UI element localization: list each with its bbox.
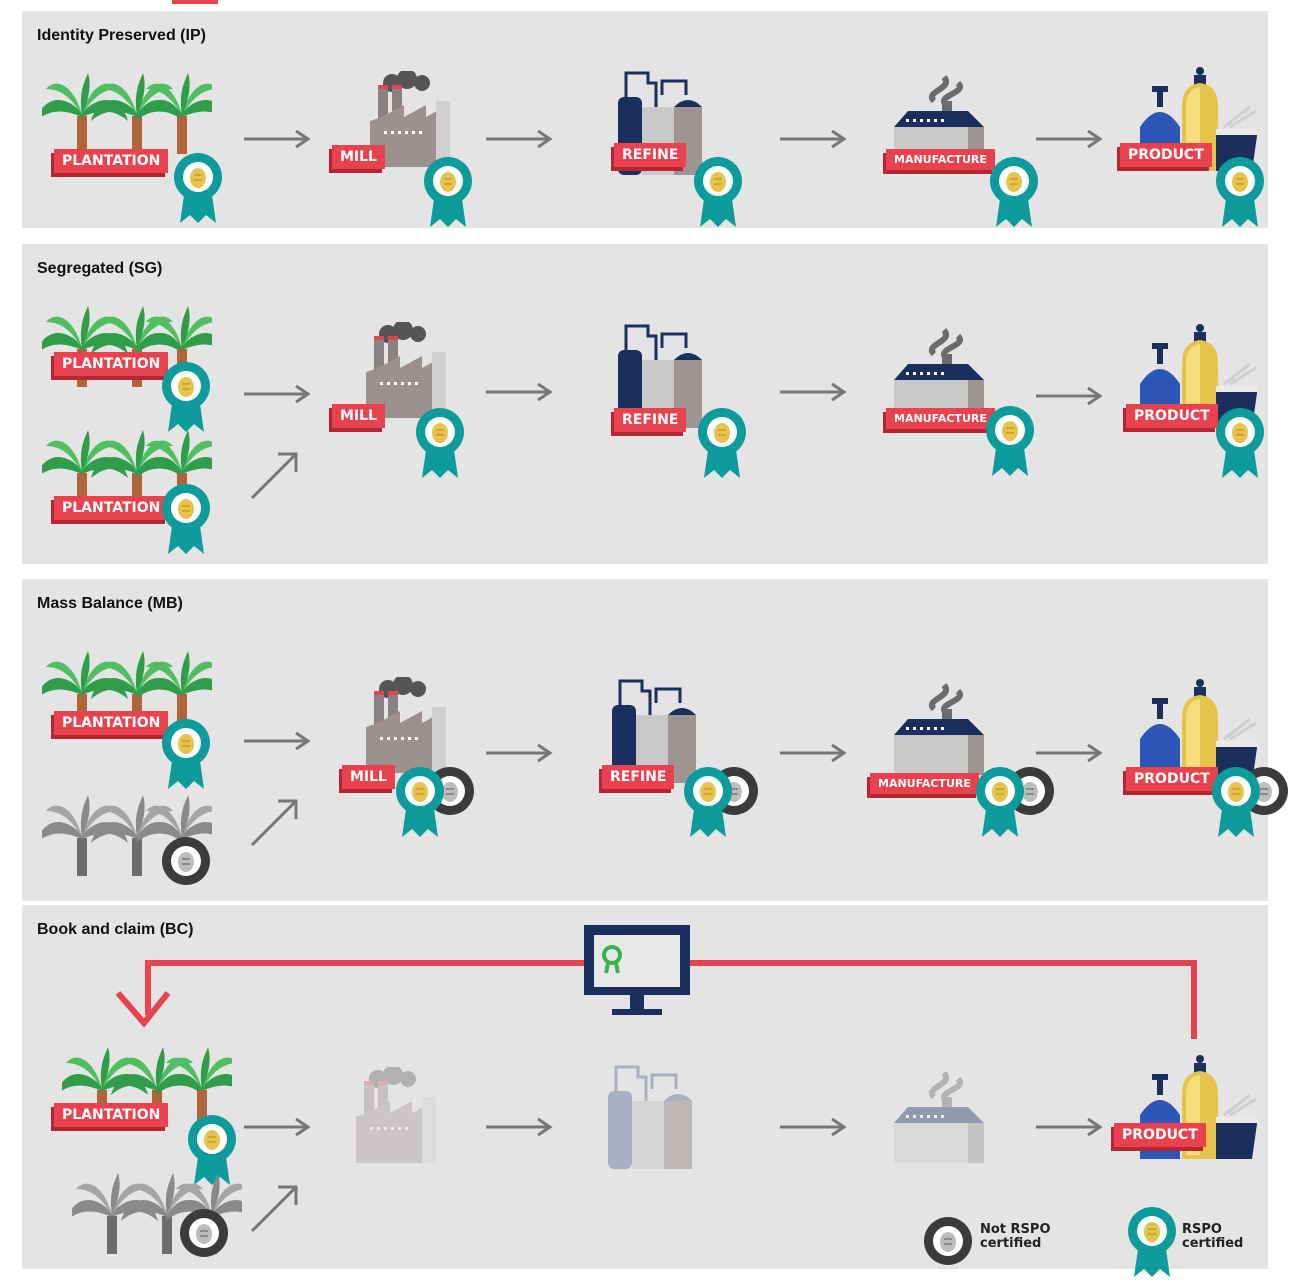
product-label: PRODUCT [1120, 143, 1212, 167]
rspo-certified-badge-icon [696, 406, 748, 485]
panel-title: Book and claim (BC) [37, 921, 194, 938]
plantation-label: PLANTATION [54, 1103, 169, 1127]
palm-tree-icon [36, 428, 228, 533]
rspo-certified-badge-icon [1214, 406, 1266, 485]
manufacture-label: MANUFACTURE [886, 149, 995, 170]
arrow-icon [248, 795, 302, 854]
mill-factory-icon [348, 320, 458, 427]
product-label: PRODUCT [1126, 404, 1218, 428]
not-certified-badge-icon [178, 1207, 230, 1264]
arrow-icon [1034, 386, 1104, 411]
cropped-title-fragment [172, 0, 218, 4]
legend-not-certified-line2: certified [980, 1236, 1042, 1251]
not-certified-badge-icon [160, 835, 212, 892]
arrow-icon [1034, 743, 1104, 768]
arrow-icon [242, 1117, 312, 1142]
rspo-certified-badge-icon [160, 482, 212, 561]
arrow-icon [484, 129, 554, 154]
mill-label: MILL [332, 404, 385, 428]
arrow-icon [484, 382, 554, 407]
product-bottles-icon [1112, 1055, 1262, 1170]
rspo-certified-badge-icon [682, 765, 734, 844]
rspo-certified-badge-icon [692, 155, 744, 234]
arrow-icon [1034, 129, 1104, 154]
arrow-icon [242, 731, 312, 756]
manufacture-label: MANUFACTURE [870, 773, 979, 794]
rspo-certified-badge-icon [172, 151, 224, 230]
mill-factory-icon [338, 1065, 448, 1172]
mill-factory-icon [352, 69, 462, 176]
palm-tree-icon [66, 1171, 258, 1276]
mill-label: MILL [342, 765, 395, 789]
refine-label: REFINE [614, 143, 687, 167]
manufacturing-factory-icon [884, 1067, 994, 1172]
arrow-icon [778, 129, 848, 154]
arrow-icon [1034, 1117, 1104, 1142]
legend-not-certified-line1: Not RSPO [980, 1222, 1051, 1237]
arrow-icon [242, 129, 312, 154]
rspo-certified-badge-icon [160, 360, 212, 439]
rspo-certified-badge-icon [1126, 1205, 1178, 1284]
panel-ip: Identity Preserved (IP) PLANTATION [22, 11, 1268, 228]
arrow-icon [778, 743, 848, 768]
rspo-certified-badge-icon [186, 1113, 238, 1192]
arrow-icon [242, 384, 312, 409]
panel-bc: Book and claim (BC) [22, 905, 1268, 1277]
arrow-icon [248, 1181, 302, 1240]
plantation-label: PLANTATION [54, 149, 169, 173]
refinery-icon [602, 1061, 712, 1176]
panel-sg: Segregated (SG) PLANTATION [22, 244, 1268, 564]
manufacturing-factory-icon [884, 679, 994, 784]
rspo-certified-badge-icon [984, 404, 1036, 483]
panel-title: Segregated (SG) [37, 260, 163, 277]
rspo-certified-badge-icon [160, 717, 212, 796]
legend-certified-line1: RSPO [1182, 1222, 1222, 1237]
not-certified-badge-icon [922, 1215, 974, 1272]
refine-label: REFINE [614, 408, 687, 432]
arrow-icon [778, 382, 848, 407]
rspo-certified-badge-icon [988, 155, 1040, 234]
product-label: PRODUCT [1114, 1123, 1206, 1147]
rspo-certified-badge-icon [422, 155, 474, 234]
refine-label: REFINE [602, 765, 675, 789]
arrow-icon [248, 448, 302, 507]
rspo-certified-badge-icon [1214, 155, 1266, 234]
plantation-label: PLANTATION [54, 352, 169, 376]
mill-factory-icon [348, 675, 458, 782]
mill-label: MILL [332, 145, 385, 169]
panel-title: Mass Balance (MB) [37, 595, 183, 612]
computer-monitor-icon [582, 923, 692, 1024]
panel-title: Identity Preserved (IP) [37, 27, 206, 44]
arrow-icon [484, 743, 554, 768]
rspo-certified-badge-icon [974, 765, 1026, 844]
product-label: PRODUCT [1126, 767, 1218, 791]
plantation-label: PLANTATION [54, 711, 169, 735]
arrow-icon [484, 1117, 554, 1142]
manufacture-label: MANUFACTURE [886, 408, 995, 429]
rspo-certified-badge-icon [394, 765, 446, 844]
rspo-certified-badge-icon [414, 406, 466, 485]
arrow-icon [778, 1117, 848, 1142]
panel-mb: Mass Balance (MB) PLANTATION [22, 579, 1288, 901]
legend-certified-line2: certified [1182, 1236, 1244, 1251]
rspo-certified-badge-icon [1210, 765, 1262, 844]
plantation-label: PLANTATION [54, 496, 169, 520]
